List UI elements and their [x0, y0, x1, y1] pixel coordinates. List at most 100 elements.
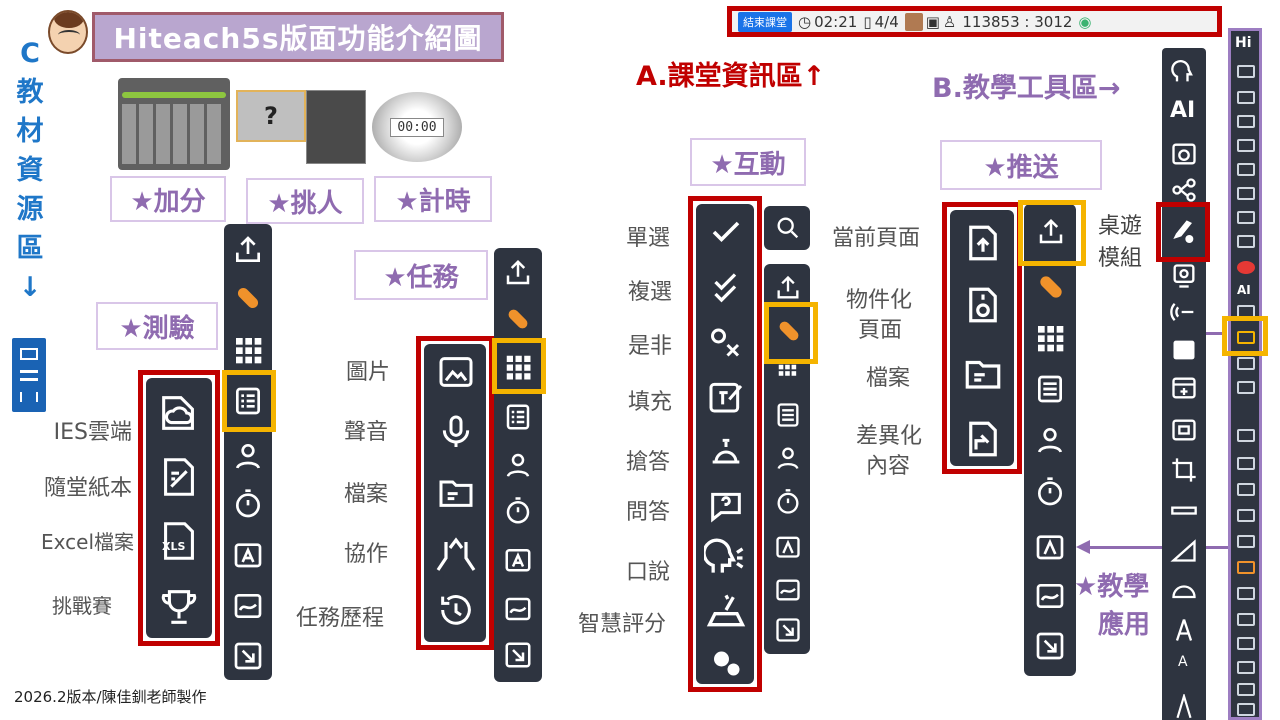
- image-icon[interactable]: [436, 352, 476, 392]
- paper-edit-icon[interactable]: [156, 454, 202, 500]
- upload-small-icon[interactable]: [1237, 535, 1255, 548]
- browser-icon[interactable]: [1170, 140, 1198, 168]
- checklist-small-icon[interactable]: [1237, 613, 1255, 626]
- differentiated-content-icon[interactable]: [962, 418, 1004, 460]
- cloud-folder-icon[interactable]: [156, 390, 202, 436]
- speaking-head-icon[interactable]: [704, 536, 748, 580]
- buzzer-bell-icon[interactable]: [706, 432, 746, 472]
- dice-icon[interactable]: [1170, 336, 1198, 364]
- grid-icon[interactable]: [232, 334, 264, 366]
- eraser-icon[interactable]: [1237, 211, 1255, 224]
- chevron-up-icon[interactable]: [1237, 429, 1255, 442]
- text-size-icon[interactable]: A: [1178, 654, 1188, 670]
- broadcast-icon[interactable]: [1170, 298, 1198, 326]
- stopwatch-icon[interactable]: [774, 488, 802, 516]
- upload-icon[interactable]: [774, 274, 802, 302]
- protractor-icon[interactable]: [1170, 576, 1198, 604]
- object-page-icon[interactable]: [962, 284, 1004, 326]
- grid-icon[interactable]: [1034, 322, 1066, 354]
- checklist-icon[interactable]: [232, 384, 264, 418]
- trophy-icon[interactable]: [156, 584, 202, 630]
- upload-icon[interactable]: [232, 234, 264, 266]
- true-false-icon[interactable]: [708, 324, 744, 360]
- screen-capture-icon[interactable]: [1170, 416, 1198, 444]
- person-small-icon[interactable]: [1237, 637, 1255, 650]
- grid-icon[interactable]: [774, 362, 800, 384]
- person-pick-icon[interactable]: [1034, 424, 1066, 456]
- undo-icon[interactable]: [1237, 91, 1255, 104]
- pen-nib-icon[interactable]: [1170, 694, 1198, 720]
- end-class-button[interactable]: 結束課堂: [738, 11, 792, 32]
- checklist-icon[interactable]: [1034, 372, 1066, 406]
- participants[interactable]: ▣♙: [904, 12, 956, 31]
- ruler-icon[interactable]: [1170, 496, 1198, 524]
- exit-icon[interactable]: [232, 640, 264, 672]
- bandage-icon[interactable]: [503, 304, 533, 334]
- text-plus-icon[interactable]: [774, 532, 802, 560]
- upload-icon[interactable]: [1036, 216, 1066, 248]
- bandage-icon[interactable]: [774, 316, 804, 346]
- marker-icon[interactable]: [1237, 163, 1255, 176]
- chevron-down-icon[interactable]: [1237, 483, 1255, 496]
- camera-icon[interactable]: [1170, 262, 1198, 290]
- chart-card-icon[interactable]: [232, 590, 264, 622]
- bandage-icon[interactable]: [1034, 270, 1068, 304]
- plus-icon[interactable]: [1237, 457, 1255, 470]
- chart-small-icon[interactable]: [1237, 683, 1255, 696]
- grid-small-icon[interactable]: [1237, 587, 1255, 600]
- fill-in-icon[interactable]: [706, 376, 746, 416]
- mindmap-icon[interactable]: [1170, 176, 1198, 204]
- exit-icon[interactable]: [774, 616, 802, 644]
- compass-icon[interactable]: [1170, 616, 1198, 644]
- microphone-icon[interactable]: [436, 412, 476, 452]
- person-pick-icon[interactable]: [503, 450, 533, 480]
- bandage-icon[interactable]: [232, 282, 264, 314]
- question-bubble-icon[interactable]: [706, 486, 746, 526]
- chart-card-icon[interactable]: [1034, 580, 1066, 612]
- single-check-icon[interactable]: [708, 214, 744, 250]
- checklist-icon[interactable]: [503, 402, 533, 432]
- stopwatch-icon[interactable]: [503, 496, 533, 526]
- exit-icon[interactable]: [1034, 630, 1066, 662]
- text-plus-icon[interactable]: [232, 538, 264, 570]
- text-tool-icon[interactable]: [1237, 187, 1255, 200]
- exit-icon[interactable]: [503, 640, 533, 670]
- collaborate-hands-icon[interactable]: [432, 530, 480, 578]
- history-icon[interactable]: [436, 590, 476, 630]
- pointer-icon[interactable]: [1237, 65, 1255, 78]
- person-pick-icon[interactable]: [232, 440, 264, 472]
- search-small-icon[interactable]: [1237, 509, 1255, 522]
- folder-icon[interactable]: [436, 472, 476, 512]
- pen-icon[interactable]: [1237, 139, 1255, 152]
- chart-card-icon[interactable]: [774, 576, 802, 604]
- palette-icon[interactable]: [1237, 261, 1255, 274]
- stopwatch-small-icon[interactable]: [1237, 661, 1255, 674]
- person-pick-icon[interactable]: [774, 444, 802, 472]
- material-resource-toolbar[interactable]: [12, 338, 46, 412]
- bandage-small-icon[interactable]: [1237, 561, 1255, 574]
- calendar-icon[interactable]: [1237, 357, 1255, 370]
- folder-icon[interactable]: [962, 352, 1004, 394]
- search-tool-button[interactable]: [764, 206, 810, 250]
- board-game-small-icon[interactable]: [1237, 331, 1255, 344]
- text-plus-icon[interactable]: [1034, 530, 1066, 562]
- crop-icon[interactable]: [1170, 456, 1198, 484]
- xls-file-icon[interactable]: [156, 518, 202, 564]
- ai-head-icon[interactable]: [1170, 58, 1198, 86]
- upload-icon[interactable]: [503, 258, 533, 288]
- board-game-icon[interactable]: [1168, 214, 1200, 248]
- shapes-icon[interactable]: [1237, 235, 1255, 248]
- exit-small-icon[interactable]: [1237, 703, 1255, 716]
- settings-icon[interactable]: [1237, 381, 1255, 394]
- grid-icon[interactable]: [503, 352, 533, 382]
- redo-icon[interactable]: [1237, 115, 1255, 128]
- chart-card-icon[interactable]: [503, 594, 533, 624]
- checklist-icon[interactable]: [774, 400, 802, 430]
- current-page-upload-icon[interactable]: [962, 222, 1004, 264]
- ai-small-icon[interactable]: AI: [1237, 283, 1251, 297]
- triangle-ruler-icon[interactable]: [1170, 536, 1198, 564]
- text-plus-icon[interactable]: [503, 544, 533, 574]
- stopwatch-icon[interactable]: [232, 488, 264, 520]
- settings-gears-icon[interactable]: [706, 644, 746, 680]
- ai-icon[interactable]: AI: [1170, 98, 1196, 123]
